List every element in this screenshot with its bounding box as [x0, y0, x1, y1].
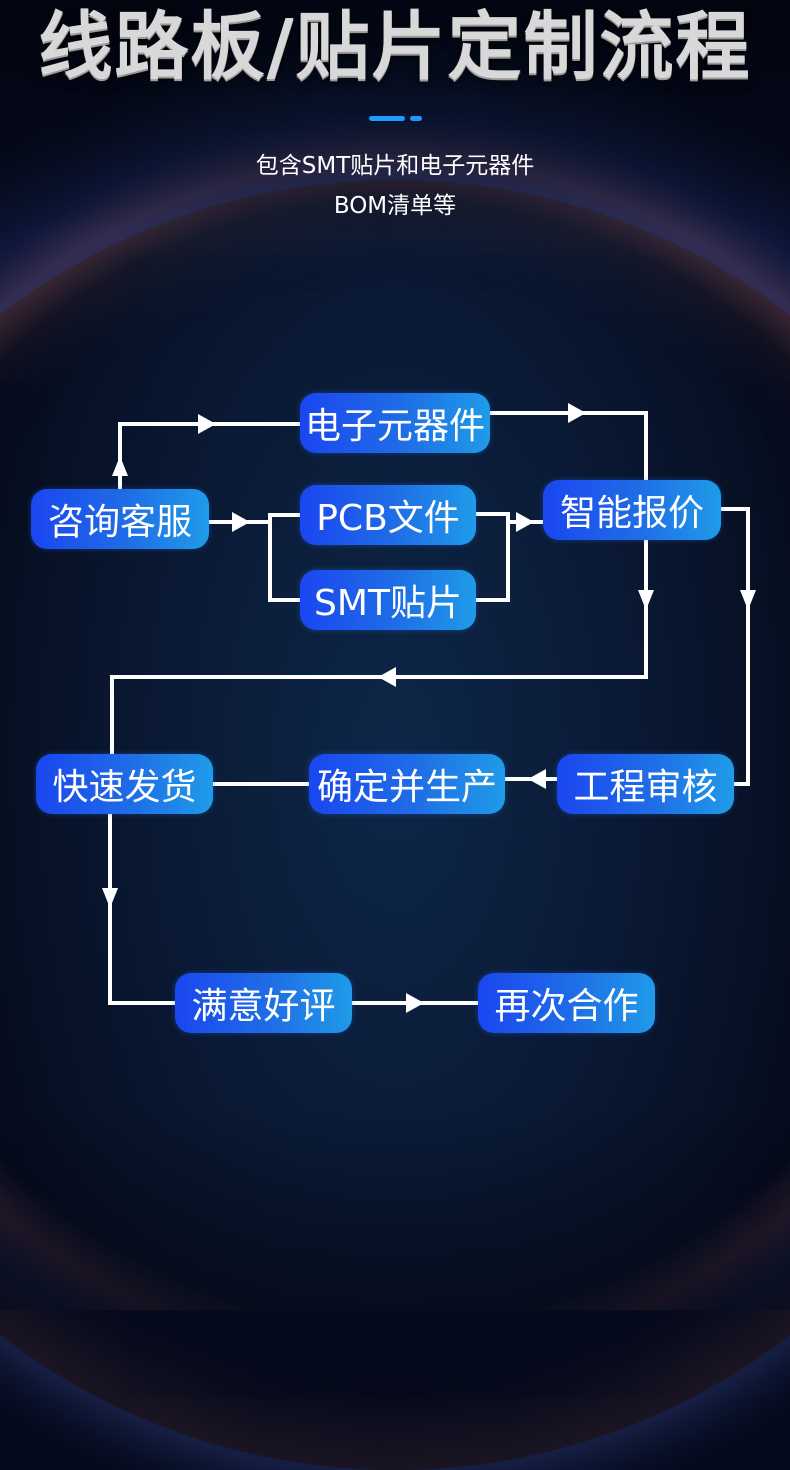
node-good-review: 满意好评: [175, 973, 352, 1033]
node-fast-ship: 快速发货: [36, 754, 213, 814]
arrow-left-to-confirm: [528, 769, 546, 789]
connector-pcb-to-merge: [476, 512, 510, 602]
arrow-down-quote-right: [740, 590, 756, 610]
node-quote: 智能报价: [543, 480, 721, 540]
title-divider-short: [410, 116, 422, 121]
arrow-down-quote-left: [638, 590, 654, 610]
connector-split-to-smt: [268, 522, 302, 602]
arrow-left-return: [378, 667, 396, 687]
node-components: 电子元器件: [300, 393, 490, 453]
arrow-right-consult-out: [232, 512, 250, 532]
arrow-down-ship: [102, 888, 118, 908]
subtitle-line-2: BOM清单等: [333, 193, 457, 219]
subtitle-line-1: 包含SMT贴片和电子元器件: [255, 153, 535, 179]
flow-connectors: [102, 403, 756, 1013]
node-cooperate-again: 再次合作: [478, 973, 655, 1033]
connector-components-to-quote: [488, 411, 648, 482]
connector-ship-to-review: [108, 812, 176, 1005]
connector-quote-to-engineering: [720, 507, 750, 786]
arrow-right-to-cooperate: [406, 993, 424, 1013]
arrow-right-components-in: [198, 414, 216, 434]
connector-split-to-pcb: [268, 513, 302, 522]
arrow-right-to-quote: [516, 512, 534, 532]
node-confirm-produce: 确定并生产: [309, 754, 505, 814]
node-engineering-review: 工程审核: [557, 754, 734, 814]
title-divider-long: [369, 116, 405, 121]
connector-consult-to-components: [118, 422, 302, 490]
node-pcb-file: PCB文件: [300, 485, 476, 545]
background-vignette: [0, 0, 790, 1310]
arrow-up-consult: [112, 456, 128, 476]
node-consult: 咨询客服: [31, 489, 209, 549]
node-smt: SMT贴片: [300, 570, 476, 630]
arrow-right-components-out: [568, 403, 586, 423]
page-title: 线路板/贴片定制流程: [38, 4, 752, 90]
